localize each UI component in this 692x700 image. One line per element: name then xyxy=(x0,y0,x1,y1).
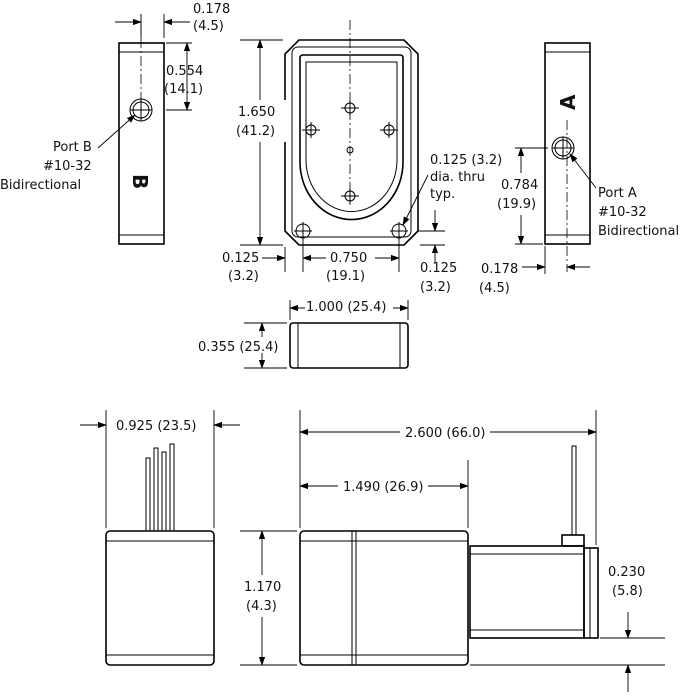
hole-note-line2: dia. thru xyxy=(430,170,485,185)
right-side-offset: 0.178 xyxy=(481,262,518,277)
front-height: 1.650 xyxy=(238,105,275,120)
hole-note-line3: typ. xyxy=(430,187,455,202)
bottom-offset-mm: (3.2) xyxy=(420,280,451,295)
bottom-width: 1.000 (25.4) xyxy=(306,300,386,315)
port-b-type: Bidirectional xyxy=(0,178,81,193)
side-view: 2.600 (66.0) 1.490 (26.9) 1.170 (4.3) 0.… xyxy=(238,410,665,692)
step-height-mm: (5.8) xyxy=(612,584,643,599)
port-a-type: Bidirectional xyxy=(598,224,679,239)
bottom-view: 1.000 (25.4) 0.355 (25.4) xyxy=(198,297,409,369)
edge-offset-mm: (3.2) xyxy=(228,269,259,284)
side-height: 1.170 xyxy=(244,580,281,595)
end-width: 0.925 (23.5) xyxy=(116,419,196,434)
face-letter-b: B xyxy=(128,174,152,189)
front-view: 1.650 (41.2) 0.125 (3.2) dia. thru typ. … xyxy=(222,20,502,295)
right-port-height-mm: (19.9) xyxy=(497,197,536,212)
left-port-height: 0.554 xyxy=(166,64,203,79)
port-a-thread: #10-32 xyxy=(598,205,647,220)
step-height: 0.230 xyxy=(608,565,645,580)
right-port-height: 0.784 xyxy=(501,178,538,193)
port-b-thread: #10-32 xyxy=(43,159,92,174)
face-letter-a: A xyxy=(556,94,580,110)
body-length: 1.490 (26.9) xyxy=(343,480,423,495)
port-b-name: Port B xyxy=(53,140,92,155)
bottom-thickness: 0.355 (25.4) xyxy=(198,340,278,355)
left-port-height-mm: (14.1) xyxy=(164,82,203,97)
right-side-view: A Port A #10-32 Bidirectional 0.784 (19.… xyxy=(479,42,679,296)
side-height-mm: (4.3) xyxy=(246,599,277,614)
left-top-offset: 0.178 xyxy=(193,2,230,17)
overall-length: 2.600 (66.0) xyxy=(405,426,485,441)
hole-note-line1: 0.125 (3.2) xyxy=(430,153,502,168)
hole-spacing-mm: (19.1) xyxy=(326,269,365,284)
edge-offset: 0.125 xyxy=(222,251,259,266)
left-side-view: 0.178 (4.5) 0.554 (14.1) Port B #10-32 B… xyxy=(0,2,230,245)
hole-spacing: 0.750 xyxy=(330,251,367,266)
right-side-offset-mm: (4.5) xyxy=(479,281,510,296)
end-view: 0.925 (23.5) xyxy=(80,410,240,666)
front-height-mm: (41.2) xyxy=(236,124,275,139)
port-a-name: Port A xyxy=(598,186,637,201)
bottom-offset: 0.125 xyxy=(420,261,457,276)
left-top-offset-mm: (4.5) xyxy=(193,19,224,34)
